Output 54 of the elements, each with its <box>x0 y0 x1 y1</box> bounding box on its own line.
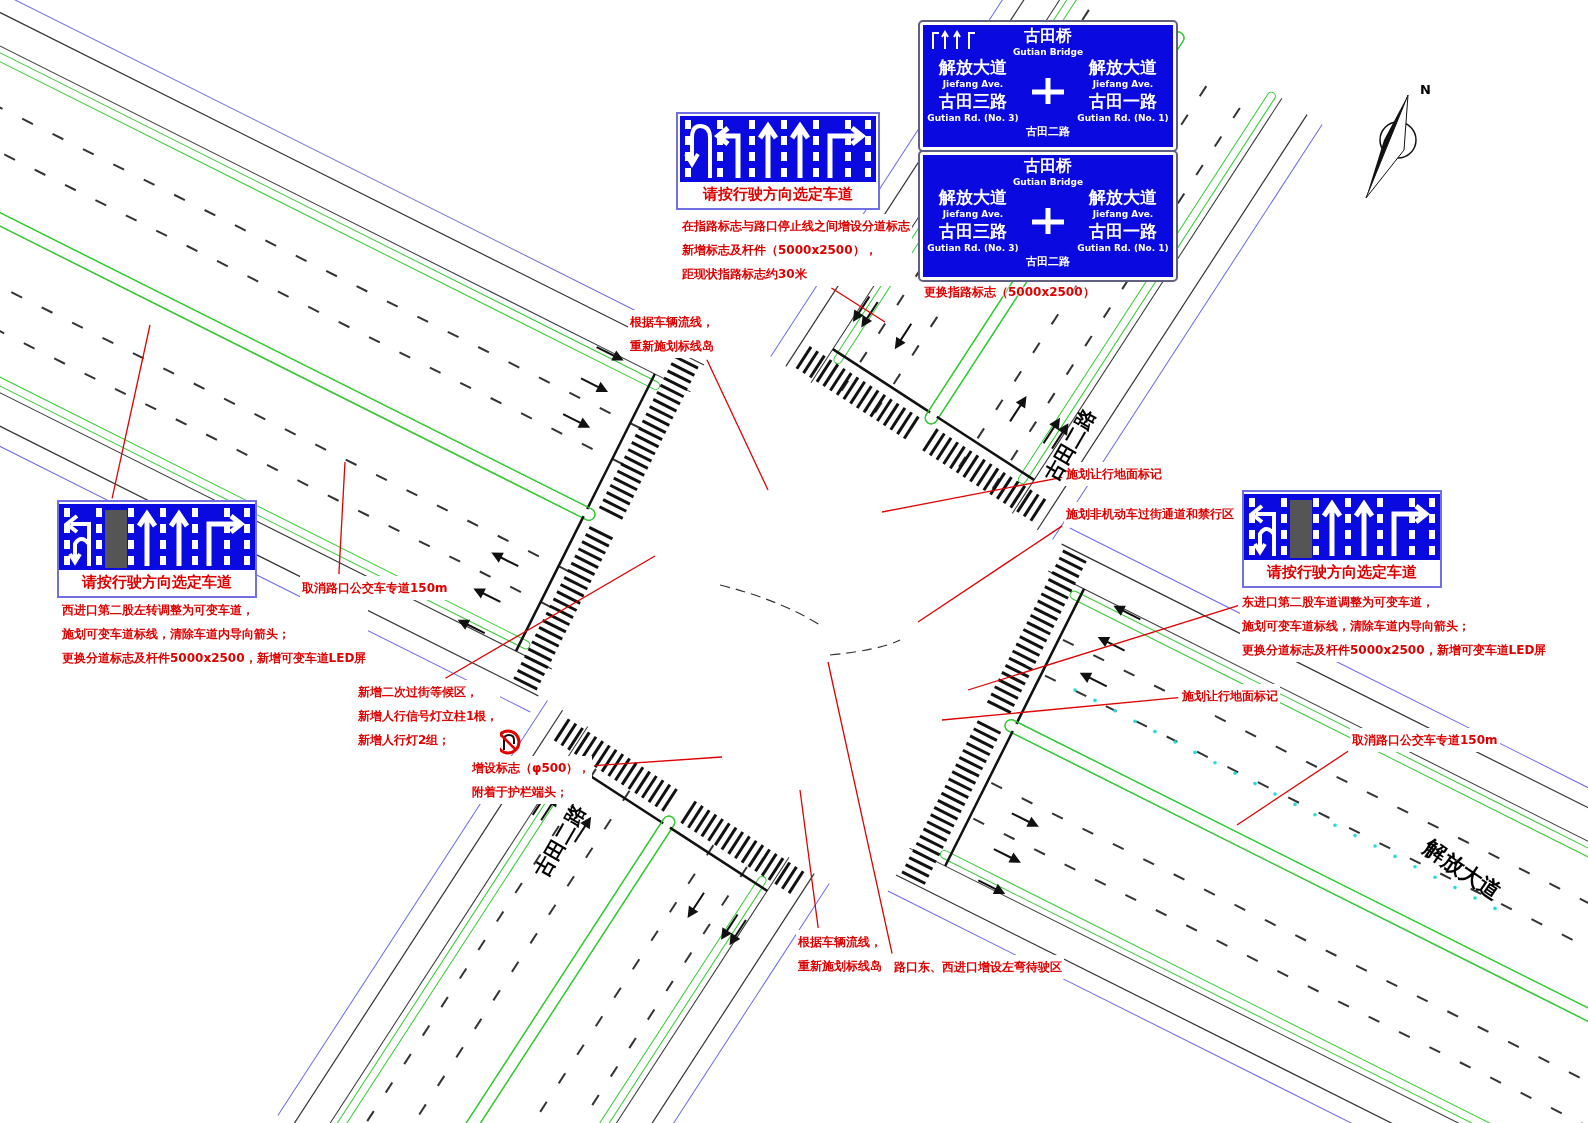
lane-sign <box>676 112 880 210</box>
sign-text: 古田二路 <box>1026 125 1070 139</box>
callout-text: 根据车辆流线， 重新施划标线岛 <box>628 310 716 358</box>
sign-text: Jiefang Ave. <box>942 78 1004 90</box>
callout-text: 路口东、西进口增设左弯待驶区 <box>892 955 1064 979</box>
leader-line <box>799 789 819 929</box>
sign-text: Jiefang Ave. <box>942 208 1004 220</box>
lane-sign <box>57 500 257 598</box>
sign-text: 古田三路 <box>939 92 1007 112</box>
sign-text: 请按行驶方向选定车道 <box>1265 562 1418 583</box>
sign-text: Gutian Bridge <box>1012 176 1084 188</box>
sign-text: Jiefang Ave. <box>1092 78 1154 90</box>
guide-sign <box>920 152 1176 280</box>
callout-text: 施划让行地面标记 <box>1180 684 1280 708</box>
callout-text: 取消路口公交车专道150m <box>1350 728 1500 752</box>
callout-text: 施划非机动车过街通道和禁行区 <box>1064 502 1236 526</box>
sign-text: Gutian Rd. (No. 1) <box>1077 242 1169 254</box>
callout-text: 增设标志（φ500）， 附着于护栏端头； <box>470 756 593 804</box>
leader-line <box>706 359 769 491</box>
sign-text: Jiefang Ave. <box>1092 208 1154 220</box>
north-label: N <box>1420 82 1431 97</box>
leader-line <box>593 756 723 767</box>
callout-text: 新增二次过街等候区， 新增人行信号灯立柱1根， 新增人行灯2组； <box>356 680 501 752</box>
sign-text: Gutian Bridge <box>1012 46 1084 58</box>
sign-text: 古田一路 <box>1089 92 1157 112</box>
sign-text: 解放大道 <box>939 187 1007 207</box>
leader-line <box>827 661 893 955</box>
leader-line <box>111 324 151 499</box>
callout-text: 在指路标志与路口停止线之间增设分道标志 新增标志及杆件（5000x2500）， 距现状指路标志约30米 <box>680 214 912 286</box>
guide-sign <box>920 22 1176 150</box>
sign-text: 古田二路 <box>1026 255 1070 269</box>
sign-text: 古田三路 <box>939 222 1007 242</box>
leader-line <box>1236 750 1349 826</box>
sign-text: 古田桥 <box>1024 157 1072 176</box>
sign-text: 古田桥 <box>1024 27 1072 46</box>
sign-text: 解放大道 <box>1089 187 1157 207</box>
sign-text: 古田一路 <box>1089 222 1157 242</box>
leader-line <box>338 461 346 575</box>
leader-line <box>917 525 1063 623</box>
sign-text: Gutian Rd. (No. 1) <box>1077 112 1169 124</box>
lane-sign <box>1242 490 1442 588</box>
callout-text: 取消路口公交车专道150m <box>300 576 450 600</box>
sign-text: Gutian Rd. (No. 3) <box>927 112 1019 124</box>
sign-text: 解放大道 <box>939 57 1007 77</box>
leader-line <box>967 604 1239 691</box>
sign-text: 解放大道 <box>1089 57 1157 77</box>
leader-line <box>881 476 1063 513</box>
sign-text: 请按行驶方向选定车道 <box>701 184 854 205</box>
sign-text: Gutian Rd. (No. 3) <box>927 242 1019 254</box>
road-name: 解放大道 <box>1417 833 1507 907</box>
sign-text: 请按行驶方向选定车道 <box>80 572 233 593</box>
leader-line <box>830 287 886 323</box>
leader-line <box>444 555 656 679</box>
leader-line <box>941 696 1179 721</box>
